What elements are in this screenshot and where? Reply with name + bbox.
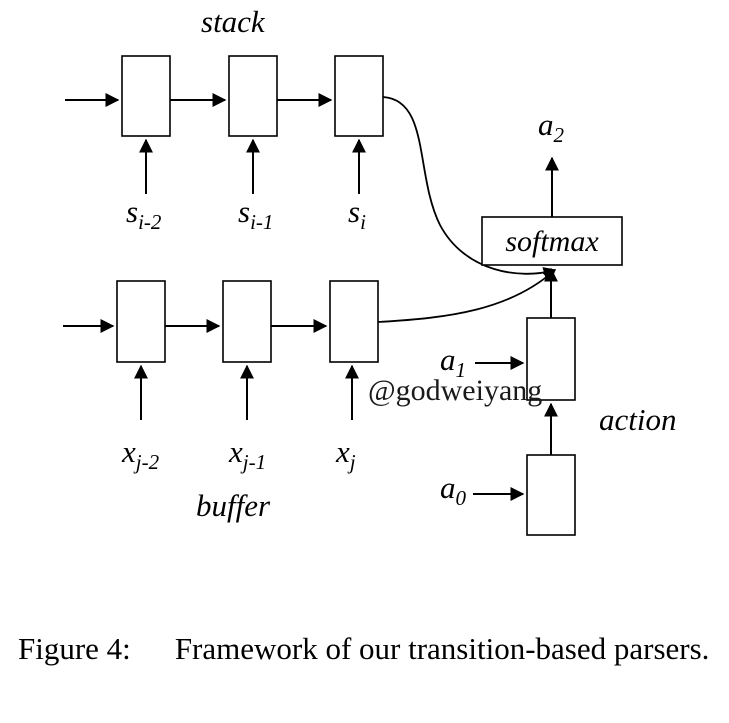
stack-cell-3 [334,55,384,137]
buffer-cell-3 [329,280,379,363]
stack-row: si-2 si-1 si stack [65,4,384,234]
buffer-to-softmax-curve [377,269,556,323]
buffer-row: xj-2 xj-1 xj buffer [63,280,379,523]
stack-cell-2 [228,55,278,137]
caption-head: Figure 4: [18,631,131,666]
framework-diagram: si-2 si-1 si stack xj-2 xj-1 xj buffer s… [63,4,677,536]
action-cell-1 [526,454,576,536]
buffer-label: buffer [196,488,271,523]
stack-label: stack [201,4,266,39]
softmax-label: softmax [505,225,599,258]
caption-text: Framework of our transition-based parser… [174,631,710,666]
action-label: action [599,402,677,437]
buffer-input-label-1: xj-2 [121,434,160,474]
stack-to-softmax-curve [382,96,557,280]
stack-input-label-1: si-2 [126,194,162,234]
output-label: a2 [538,107,565,147]
figure-caption: Figure 4: Framework of our transition-bas… [18,628,718,670]
stack-input-label-3: si [348,194,366,234]
buffer-cell-1 [116,280,166,363]
softmax-box [481,216,623,266]
buffer-cell-2 [222,280,272,363]
stack-input-label-2: si-1 [238,194,273,234]
action-input-label-1: a0 [440,470,467,510]
action-input-label-2: a1 [440,342,466,382]
action-cell-2 [526,317,576,401]
watermark-text: @godweiyang [368,374,542,407]
buffer-input-label-3: xj [335,434,356,474]
buffer-input-label-2: xj-1 [228,434,266,474]
stack-cell-1 [121,55,171,137]
action-column: a1 a0 action [440,267,677,536]
